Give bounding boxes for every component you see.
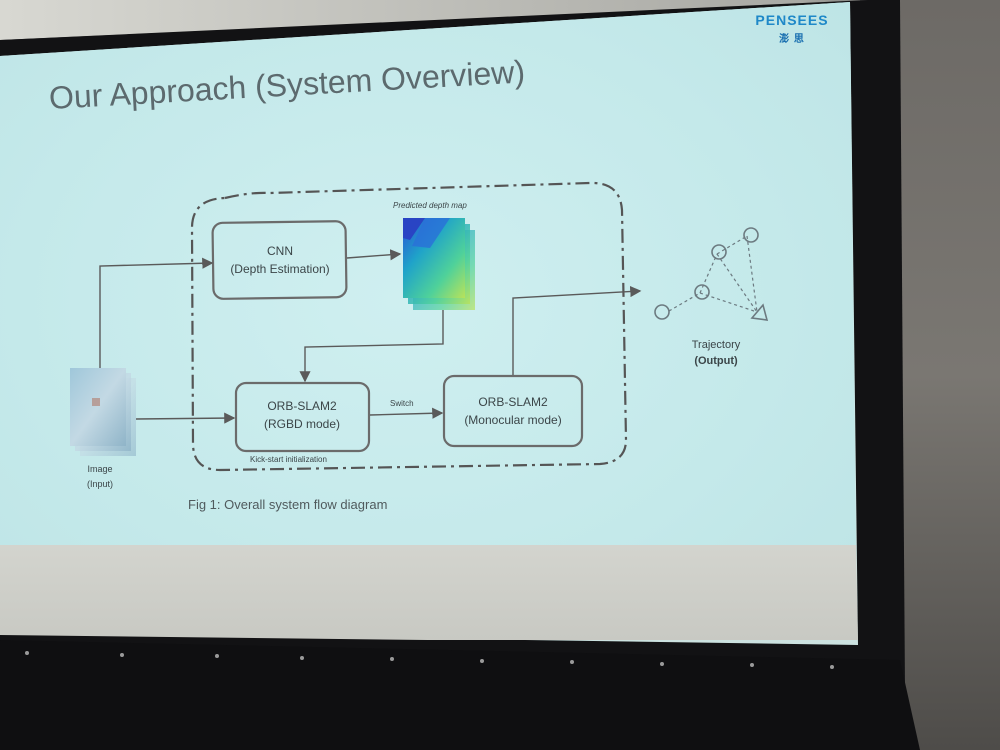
orb-rgbd-line1: ORB-SLAM2 xyxy=(267,399,337,413)
rivet xyxy=(300,655,304,660)
arrow-cnn-to-depth xyxy=(346,249,402,261)
rivet xyxy=(750,663,754,667)
screen-skirt xyxy=(0,640,920,750)
depth-map-stack-image xyxy=(403,218,475,310)
trajectory-label-line1: Trajectory xyxy=(692,339,741,351)
logo-chinese: 澎 思 xyxy=(779,34,805,45)
cnn-label-line1: CNN xyxy=(267,244,293,258)
orb-mono-box: ORB-SLAM2 (Monocular mode) xyxy=(442,374,584,448)
switch-label: Switch xyxy=(390,399,414,408)
orb-mono-line2: (Monocular mode) xyxy=(464,413,561,427)
arrow-image-to-rgbd xyxy=(135,412,236,424)
orb-rgbd-box: ORB-SLAM2 (RGBD mode) xyxy=(234,381,371,453)
arrow-image-to-cnn xyxy=(99,257,214,368)
logo-wordmark: PENSEES xyxy=(755,12,829,28)
arrow-mono-to-trajectory xyxy=(512,285,642,375)
rivet xyxy=(390,657,394,661)
trajectory-label-line2: (Output) xyxy=(694,355,738,367)
input-image-stack xyxy=(70,368,136,456)
image-label-line2: (Input) xyxy=(87,479,113,489)
system-boundary xyxy=(190,181,628,472)
arrow-rgbd-to-mono xyxy=(369,407,444,419)
rivet xyxy=(660,661,664,666)
rivet xyxy=(570,660,574,664)
pensees-logo: PENSEES 澎 思 xyxy=(752,12,832,45)
cnn-label-line2: (Depth Estimation) xyxy=(230,262,329,276)
arrow-depth-to-rgbd xyxy=(299,310,444,383)
image-label-line1: Image xyxy=(87,464,112,474)
rivet xyxy=(215,654,219,658)
rivet xyxy=(830,664,834,669)
orb-rgbd-line2: (RGBD mode) xyxy=(264,417,340,431)
figure-caption: Fig 1: Overall system flow diagram xyxy=(188,497,388,512)
trajectory-graph-icon xyxy=(654,227,769,321)
right-wall xyxy=(900,0,1000,750)
rivet xyxy=(480,658,484,663)
rivet xyxy=(120,652,124,657)
cnn-box: CNN (Depth Estimation) xyxy=(211,220,348,300)
depth-map-label: Predicted depth map xyxy=(393,201,467,210)
screen-bottom-band xyxy=(0,545,858,640)
rivet xyxy=(25,651,29,655)
orb-mono-line1: ORB-SLAM2 xyxy=(478,395,548,409)
kickstart-label: Kick-start initialization xyxy=(250,455,327,464)
